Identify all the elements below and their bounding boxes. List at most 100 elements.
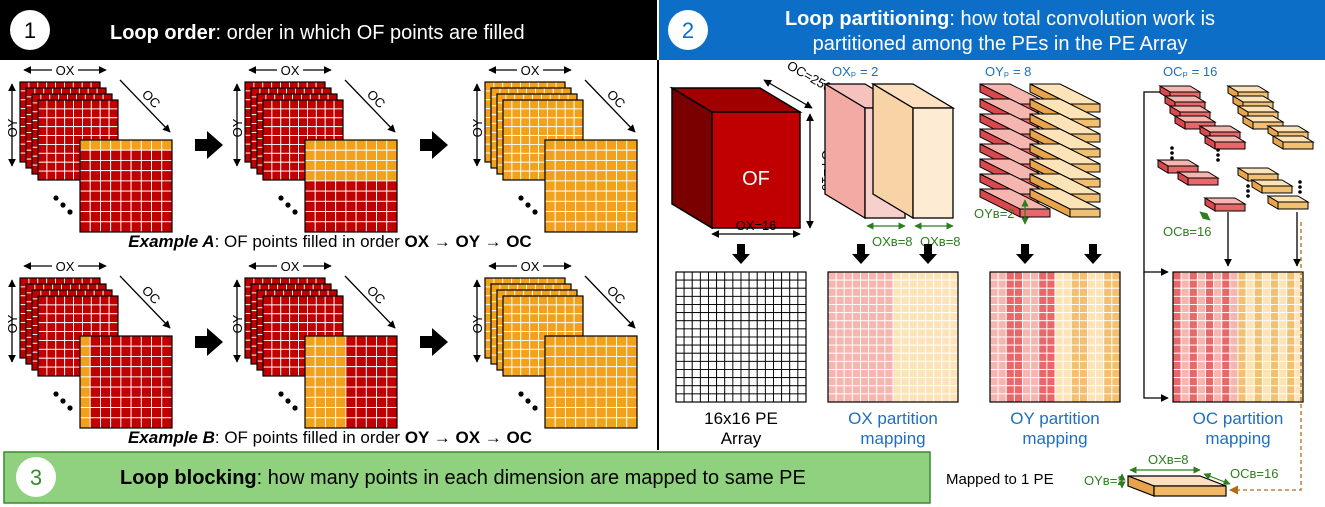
svg-text:OX: OX [56,259,75,274]
svg-text:OY: OY [230,118,245,137]
pe-array-grids [675,244,1304,403]
ox-arrow-6: OX [488,258,572,274]
pe-oxb-label: OXʙ=8 [1148,452,1189,467]
oyb-label: OYʙ=2 [974,206,1015,221]
of-stack-5: OX OY OC [230,258,398,429]
ox-arrow-4: OX [23,258,107,274]
grid-label-pe-array-2: Array [721,429,762,448]
of-cube: OF [669,86,803,230]
svg-text:OC: OC [364,87,388,111]
of-label: OF [742,168,770,190]
svg-text:OX: OX [56,63,75,78]
ox-arrow-1: OX [23,62,107,78]
panel2-number: 2 [682,18,694,43]
panel1-number-badge [10,10,50,50]
oxp-label: OXₚ = 2 [832,64,878,79]
mapped-label: Mapped to 1 PE [946,471,1054,488]
oy-arrow-6: OY [470,279,485,363]
grid-label-oc-2: mapping [1205,429,1270,448]
pe-ocb-arrow [1203,472,1231,486]
grid-label-oc-1: OC partition [1193,409,1284,428]
ox-arrow-5: OX [248,258,332,274]
down-arrow-4 [1016,244,1034,264]
ox-arrow-3: OX [488,62,572,78]
oy-arrow-3: OY [470,83,485,167]
svg-text:OY: OY [5,118,20,137]
oc-dim-arrow [763,79,813,109]
down-arrow-5 [1084,244,1102,264]
oy-partition-slabs [979,83,1101,218]
down-arrow-3 [919,244,937,264]
grid-label-oy-2: mapping [1022,429,1087,448]
svg-text:OC: OC [139,87,163,111]
oxb1-label: OXʙ=8 [872,234,913,249]
svg-text:OY: OY [5,314,20,333]
oc-arrow-6: OC [584,275,636,329]
oc-arrow-1: OC [119,79,171,133]
pe-ocb-label: OCʙ=16 [1230,466,1278,481]
svg-text:OX: OX [521,259,540,274]
ocb-label: OCʙ=16 [1163,224,1211,239]
transition-arrow-2 [420,131,448,159]
ox-partition-slabs [822,82,956,220]
transition-arrow-1 [195,131,223,159]
svg-text:OX: OX [281,63,300,78]
svg-text:OX: OX [281,259,300,274]
panel3-box [3,451,931,504]
transition-arrow-4 [420,328,448,356]
oc-partition-slabs [1143,85,1315,402]
svg-text:OC: OC [364,283,388,307]
panel1-number: 1 [24,18,36,43]
grid-label-ox-2: mapping [860,429,925,448]
grid-oc-partition [1172,271,1304,403]
ox-arrow-2: OX [248,62,332,78]
grid-ox-partition [827,271,959,403]
panel3-title: Loop blocking: how many points in each d… [120,467,806,489]
example-a-caption: Example A: OF points filled in order OX … [128,232,531,251]
oy-arrow-2: OY [230,83,245,167]
pe-mapping-dashed-arrow [1229,222,1302,495]
grid-oy-partition [989,271,1121,403]
pe-oyb-label: OYʙ=2 [1084,473,1125,488]
grid-pe-array [675,271,807,403]
panel3-number: 3 [30,465,42,490]
svg-text:OY: OY [230,314,245,333]
panel2-number-badge [668,10,708,50]
oyp-label: OYₚ = 8 [985,64,1031,79]
down-arrow-2 [852,244,870,264]
oc-arrow-3: OC [584,79,636,133]
oc-arrow-2: OC [344,79,396,133]
oc-arrow-5: OC [344,275,396,329]
of-stack-4: OX OY OC [5,258,173,429]
panel1-header [0,0,657,60]
svg-text:OC: OC [604,283,628,307]
panel2-title-line1: Loop partitioning: how total convolution… [785,8,1215,30]
of-stack-2: OX OY OC [230,62,398,233]
grid-label-oy-1: OY partition [1010,409,1099,428]
oy-arrow-4: OY [5,279,20,363]
svg-text:OX: OX [521,63,540,78]
oy-arrow-5: OY [230,279,245,363]
ocp-label: OCₚ = 16 [1163,64,1217,79]
svg-text:OC: OC [604,87,628,111]
svg-text:OC: OC [139,283,163,307]
grid-label-ox-1: OX partition [848,409,938,428]
transition-arrow-3 [195,328,223,356]
panel2-title-line2: partitioned among the PEs in the PE Arra… [813,33,1188,55]
oc-arrow-4: OC [119,275,171,329]
ox-dim-label: OX=16 [736,218,777,233]
loop-order-examples: OX OY OC OX OY OC OX OY OC OX OY OC OX OY OC OX OY OC [5,62,638,429]
single-pe-block [1127,475,1227,497]
example-b-caption: Example B: OF points filled in order OY … [128,428,532,447]
of-stack-3: OX OY OC [470,62,638,233]
grid-label-pe-array-1: 16x16 PE [704,409,778,428]
panel3-number-badge [16,457,56,497]
panel1-title: Loop order: order in which OF points are… [110,22,525,44]
svg-text:OY: OY [470,314,485,333]
oy-arrow-1: OY [5,83,20,167]
panel2-header [659,0,1325,60]
svg-text:OY: OY [470,118,485,137]
of-stack-1: OX OY OC [5,62,173,233]
down-arrow-1 [732,244,750,264]
